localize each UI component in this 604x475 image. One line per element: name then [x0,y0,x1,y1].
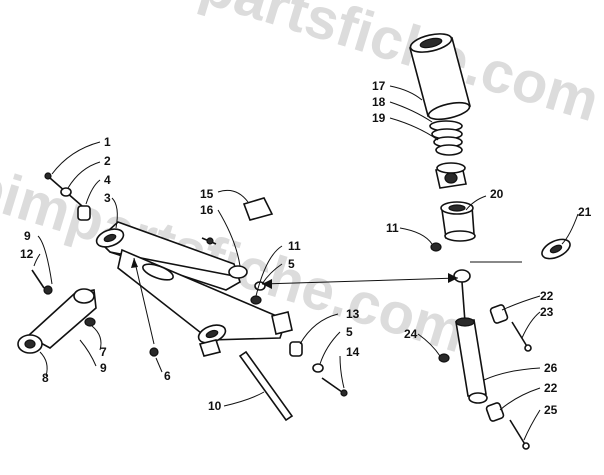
bumper [440,201,476,242]
pivot-shaft [238,350,294,422]
callout-2: 2 [104,154,111,168]
bracket-15 [242,197,274,221]
callout-22-upper: 22 [540,289,554,303]
bolt-14 [321,377,348,397]
bushing-lower [485,402,505,422]
callout-19: 19 [372,111,386,125]
nut-6 [149,347,159,357]
grease-fitting [201,237,217,245]
callout-15: 15 [200,187,214,201]
callout-12: 12 [20,247,34,261]
a-arm-assembly [95,221,293,357]
spring-retainer [435,162,467,189]
callout-3: 3 [104,191,111,205]
bushing-upper [489,304,509,324]
callout-5-right: 5 [346,325,353,339]
callout-9-top: 9 [24,229,31,243]
assembly-arrow [131,257,459,345]
callout-10: 10 [208,399,222,413]
callout-14: 14 [346,345,360,359]
callout-25: 25 [544,403,558,417]
bolt-12 [31,269,53,295]
nut-24 [438,353,450,363]
callout-1: 1 [104,135,111,149]
spring-coil [429,120,463,156]
shock-absorber [453,269,488,404]
callout-13: 13 [346,307,360,321]
nut-11-left [250,295,262,305]
washer-5-right [312,363,324,373]
callout-18: 18 [372,95,386,109]
spacer-13 [289,341,303,357]
steering-arm [17,288,97,354]
washer-2 [60,187,72,197]
callout-20: 20 [490,187,504,201]
callout-11-left: 11 [288,239,301,253]
callout-24: 24 [404,327,418,341]
bolt-lower [509,419,530,450]
callout-5-left: 5 [288,257,295,271]
bushing-4 [77,205,91,221]
callout-9-bottom: 9 [100,361,107,375]
callout-26: 26 [544,361,558,375]
callout-6: 6 [164,369,171,383]
callout-8: 8 [42,371,49,385]
watermark-text-top: bimpartsfiche.com [94,0,604,134]
callout-17: 17 [372,79,386,93]
callouts: 1 2 4 3 15 16 11 5 9 12 8 9 7 6 10 13 5 … [20,79,592,417]
callout-4: 4 [104,173,111,187]
bolt-upper [511,321,532,352]
callout-16: 16 [200,203,214,217]
shock-boot [409,33,471,121]
callout-21: 21 [578,205,592,219]
callout-22-lower: 22 [544,381,558,395]
grommet [541,238,571,260]
callout-23: 23 [540,305,554,319]
nut-7 [84,317,96,327]
nut-right [430,242,442,252]
callout-7: 7 [100,345,107,359]
callout-11-right: 11 [386,221,399,235]
leader-lines [33,85,579,441]
